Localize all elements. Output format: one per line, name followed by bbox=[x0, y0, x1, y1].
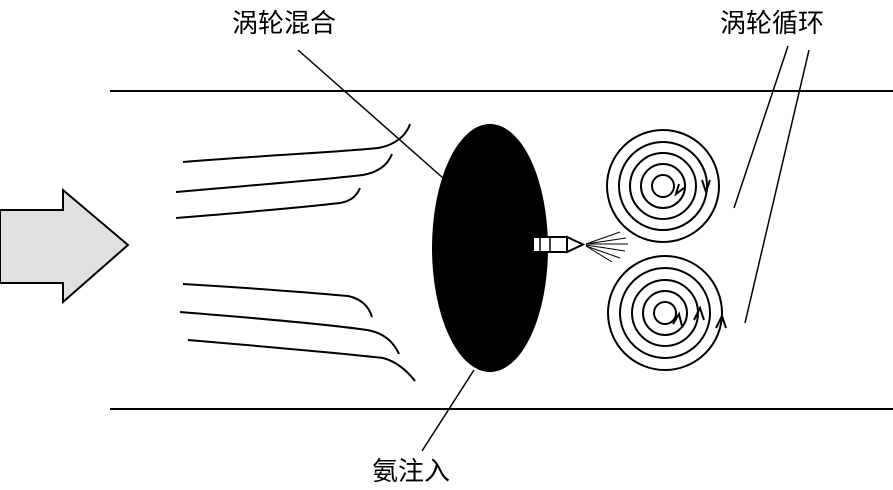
leader-vortex-upper bbox=[733, 45, 789, 209]
leader-turbulent-mixing bbox=[297, 49, 444, 179]
injection-nozzle bbox=[532, 235, 586, 254]
vortex-arrowhead bbox=[693, 305, 705, 321]
vortex-arrowhead bbox=[672, 311, 683, 327]
leader-vortex-lower bbox=[744, 49, 810, 324]
lower-streamlines bbox=[179, 283, 416, 382]
label-vortex-circulation: 涡轮循环 bbox=[720, 9, 824, 39]
streamline bbox=[175, 153, 393, 193]
streamline bbox=[175, 187, 361, 219]
label-turbulent-mixing: 涡轮混合 bbox=[232, 9, 336, 39]
leader-ammonia-injection bbox=[421, 369, 475, 452]
ammonia-spray bbox=[585, 231, 628, 263]
vortex-arrowhead bbox=[715, 313, 727, 329]
streamline bbox=[179, 311, 400, 355]
streamline bbox=[182, 283, 373, 318]
upper-streamlines bbox=[175, 123, 411, 219]
streamline bbox=[182, 123, 411, 163]
vortex-arrowhead bbox=[701, 179, 711, 196]
lower-vortex bbox=[607, 255, 727, 371]
streamline bbox=[187, 339, 416, 382]
upper-vortex bbox=[606, 129, 720, 243]
inlet-flow-arrow bbox=[0, 187, 130, 305]
label-ammonia-injection: 氨注入 bbox=[372, 457, 450, 487]
mixing-disk bbox=[432, 124, 548, 372]
vortex-arrowhead bbox=[674, 183, 685, 197]
